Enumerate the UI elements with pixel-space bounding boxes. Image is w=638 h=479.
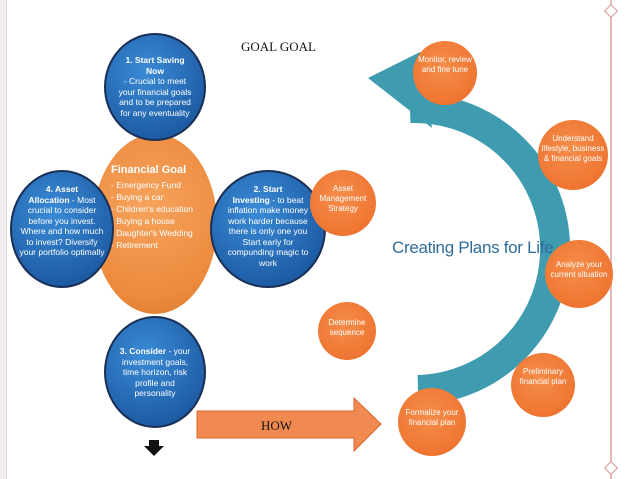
cycle-step-label: Asset Management Strategy bbox=[319, 184, 367, 213]
cycle-step-analyze: Analyze your current situation bbox=[545, 240, 613, 308]
start-saving-title: 1. Start Saving Now bbox=[125, 55, 185, 76]
financial-goal-item: - Children's education bbox=[111, 204, 193, 214]
down-arrow-icon bbox=[144, 440, 164, 456]
cycle-step-determine: Determine sequence bbox=[318, 302, 376, 360]
financial-goal-item: - Buying a house bbox=[111, 216, 175, 226]
financial-goal-item: - Buying a car bbox=[111, 192, 164, 202]
start-saving-text: - Crucial to meet your financial goals a… bbox=[118, 76, 192, 118]
asset-allocation-title: 4. Asset bbox=[45, 184, 79, 194]
cycle-step-label: Analyze your current situation bbox=[550, 260, 608, 279]
start-saving-circle: 1. Start Saving Now - Crucial to meet yo… bbox=[104, 33, 206, 141]
top-caption: GOAL GOAL bbox=[241, 39, 316, 54]
start-investing-text: - to beat inflation make money work hard… bbox=[227, 194, 309, 268]
consider-circle: 3. Consider - your investment goals, tim… bbox=[104, 316, 206, 428]
asset-allocation-circle: 4. Asset Allocation - Most crucial to co… bbox=[10, 170, 114, 288]
financial-goal-item: - Retirement bbox=[111, 240, 158, 250]
cycle-step-asset-management: Asset Management Strategy bbox=[310, 170, 376, 236]
cycle-step-monitor: Monitor, review and fine tune bbox=[413, 41, 477, 105]
slide-left-border bbox=[0, 0, 7, 479]
asset-allocation-lead: Allocation bbox=[28, 194, 70, 205]
financial-goal-item: - Daughter's Wedding bbox=[111, 228, 193, 238]
financial-goal-title: Financial Goal bbox=[111, 164, 187, 176]
cycle-step-understand: Understand lifestyle, business & financi… bbox=[538, 120, 608, 190]
cycle-ring bbox=[409, 92, 571, 405]
cycle-center-text: Creating Plans for Life. bbox=[392, 238, 558, 257]
cycle-step-label: Formalize your financial plan bbox=[405, 408, 459, 427]
cycle-step-label: Determine sequence bbox=[328, 318, 366, 337]
slide-right-border bbox=[603, 0, 638, 479]
how-arrow-shape bbox=[196, 396, 382, 453]
consider-text: - your investment goals, time horizon, r… bbox=[121, 346, 191, 398]
cycle-step-formalize: Formalize your financial plan bbox=[398, 388, 466, 456]
asset-allocation-text: - Most crucial to consider before you in… bbox=[19, 194, 105, 258]
consider-title: 3. Consider bbox=[119, 346, 167, 356]
cycle-step-label: Monitor, review and fine tune bbox=[418, 55, 472, 74]
financial-goal-item: - Emergency Fund bbox=[111, 180, 181, 190]
start-investing-title: 2. Start bbox=[253, 184, 283, 194]
cycle-step-label: Understand lifestyle, business & financi… bbox=[541, 134, 605, 163]
cycle-step-label: Preliminary financial plan bbox=[519, 367, 567, 386]
cycle-step-preliminary: Preliminary financial plan bbox=[511, 353, 575, 417]
how-label: HOW bbox=[261, 418, 293, 433]
start-investing-circle: 2. Start Investing - to beat inflation m… bbox=[210, 170, 326, 288]
start-investing-lead: Investing bbox=[232, 194, 270, 205]
